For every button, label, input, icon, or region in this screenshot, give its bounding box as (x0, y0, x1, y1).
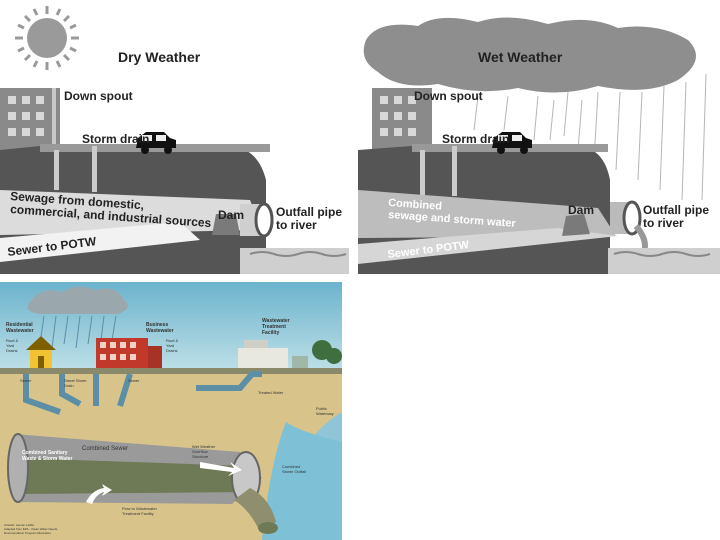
outfall-label-2: to river (643, 216, 684, 230)
treated-water-label: Treated Water (258, 390, 284, 395)
dam-label: Dam (568, 203, 594, 217)
outfall-label-2: to river (276, 218, 317, 232)
house (26, 336, 56, 368)
dam-label: Dam (218, 208, 244, 222)
sewer-left-label: Sewer (20, 378, 32, 383)
dry-weather-diagram: Dry Weather Down spout Storm drain Sewag… (0, 0, 349, 274)
dry-weather-title: Dry Weather (118, 49, 201, 65)
combined-label-1: Combined (388, 197, 442, 213)
storm-drain-label: Storm drain (82, 132, 149, 146)
overflow-arrow-icon (200, 462, 242, 476)
rain-cloud-icon (27, 286, 128, 314)
down-spout-label: Down spout (414, 89, 483, 103)
wet-weather-diagram: Wet Weather Down spout Storm drain Combi… (358, 0, 720, 274)
building (0, 88, 60, 158)
business-buildings (96, 338, 162, 368)
flow-to-treatment-arrow-icon (86, 484, 112, 504)
down-spout-label: Down spout (64, 89, 133, 103)
combined-sewer-label: Combined Sewer (82, 446, 128, 452)
car-icon (136, 132, 176, 154)
sun-icon (15, 6, 79, 70)
outfall-label-1: Outfall pipe (643, 203, 709, 217)
storm-drain-label: Storm drain (442, 132, 509, 146)
outfall-label-1: Outfall pipe (276, 205, 342, 219)
treatment-facility (238, 340, 308, 368)
storm-cloud-icon (363, 17, 696, 93)
car-icon (492, 132, 532, 154)
sewer-right-label: Sewer (128, 378, 140, 383)
wet-weather-title: Wet Weather (478, 49, 563, 65)
